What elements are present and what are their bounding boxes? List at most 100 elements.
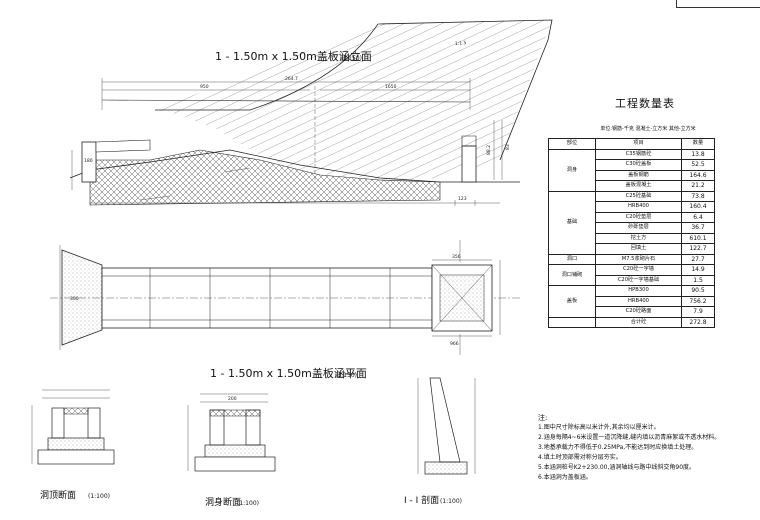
row-item: C20砼路面 xyxy=(595,306,682,318)
table-header-row: 部位 项目 数量 xyxy=(548,138,715,150)
quantity-table-title: 工程数量表 xyxy=(615,97,675,110)
total-value: 272.8 xyxy=(681,316,715,328)
row-value: 6.4 xyxy=(681,211,715,223)
elevation-title: 1 - 1.50m x 1.50m盖板涵立面 xyxy=(215,49,372,63)
row-item: M7.5浆砌片石 xyxy=(595,253,682,265)
section-i-i xyxy=(417,377,476,475)
section-top-scale: (1:100) xyxy=(88,493,110,500)
dim-top-right: 1650 xyxy=(385,84,397,90)
group-name: 基础 xyxy=(548,190,596,255)
section-body xyxy=(187,393,276,472)
row-item: C20砼一字墙 xyxy=(595,264,682,276)
section-body-scale: (1:100) xyxy=(237,500,259,507)
header-part: 部位 xyxy=(548,138,596,150)
row-item: 挖土方 xyxy=(595,232,682,244)
note-item: 6.本涵洞为盖板涵。 xyxy=(538,474,592,481)
row-value: 7.9 xyxy=(681,306,715,318)
section-ii-title: I - I 剖面 xyxy=(404,494,439,506)
dim-slope: 1:1.5 xyxy=(455,40,467,47)
section-top-title: 洞顶断面 xyxy=(40,489,76,501)
row-item: HPB300 xyxy=(595,285,682,297)
row-value: 164.6 xyxy=(681,169,715,181)
dim-top-left: 950 xyxy=(200,84,209,90)
row-item: HRB400 xyxy=(595,201,682,213)
row-item: C25砼基础 xyxy=(595,190,682,202)
dim-300: 300 xyxy=(70,296,79,302)
dim-356: 356 xyxy=(452,254,461,260)
section-ii-scale: (1:100) xyxy=(440,498,462,505)
elevation-view xyxy=(69,19,553,206)
dim-top-total: 264.7 xyxy=(285,76,298,82)
row-item: 盖板混凝土 xyxy=(595,180,682,192)
group-name: 盖板 xyxy=(548,285,596,318)
group-name: 洞口 xyxy=(548,253,596,265)
group-name: 洞身 xyxy=(548,148,596,192)
notes-heading: 注: xyxy=(538,414,548,422)
total-item: 合计砼 xyxy=(595,316,682,328)
row-value: 13.8 xyxy=(681,148,715,160)
row-item: 回填土 xyxy=(595,243,682,255)
note-item: 2.涵身每隔4~6米设置一道沉降缝,缝内填以沥青麻絮或不透水材料。 xyxy=(538,434,721,441)
plan-scale: (1:150) xyxy=(335,372,357,379)
group-name: 洞口铺砌 xyxy=(548,264,596,286)
note-item: 4.填土时顶部需对称分层夯实。 xyxy=(538,454,622,461)
plan-view xyxy=(50,240,520,355)
row-value: 90.5 xyxy=(681,285,715,297)
notes: 注: 1.图中尺寸除标高以米计外,其余均以厘米计。 2.涵身每隔4~6米设置一道沉… xyxy=(538,413,758,483)
dim-180: 180 xyxy=(84,158,93,164)
row-value: 52.5 xyxy=(681,159,715,171)
row-item: C35钢筋砼 xyxy=(595,148,682,160)
row-item: C30砼盖板 xyxy=(595,159,682,171)
row-value: 1.5 xyxy=(681,274,715,286)
row-value: 14.9 xyxy=(681,264,715,276)
dim-966: 966 xyxy=(450,341,459,347)
dim-right-h2: 83 xyxy=(505,144,511,150)
dim-200: 200 xyxy=(228,396,237,402)
row-value: 27.7 xyxy=(681,253,715,265)
row-value: 756.2 xyxy=(681,295,715,307)
plan-title: 1 - 1.50m x 1.50m盖板涵平面 xyxy=(210,366,367,380)
row-value: 36.7 xyxy=(681,222,715,234)
section-body-title: 洞身断面 xyxy=(205,496,241,508)
row-value: 122.7 xyxy=(681,243,715,255)
title-block-corner xyxy=(676,0,760,8)
note-item: 1.图中尺寸除标高以米计外,其余均以厘米计。 xyxy=(538,424,660,431)
quantity-table-unit: 单位:钢筋-千克 混凝土-立方米 其他-立方米 xyxy=(600,126,696,132)
row-value: 21.2 xyxy=(681,180,715,192)
header-qty: 数量 xyxy=(681,138,715,150)
note-item: 5.本涵洞桩号K2+230.00,涵洞轴线与路中线斜交角90度。 xyxy=(538,464,696,471)
row-item: HRB400 xyxy=(595,295,682,307)
elevation-scale: (1:150) xyxy=(340,55,362,62)
row-item: C20砼垫层 xyxy=(595,211,682,223)
row-value: 160.4 xyxy=(681,201,715,213)
section-top xyxy=(31,389,115,465)
dim-123: 123 xyxy=(458,196,467,202)
dim-right-h1: 88.2 xyxy=(486,145,492,155)
row-value: 73.8 xyxy=(681,190,715,202)
row-item: 砂砾垫层 xyxy=(595,222,682,234)
total-empty xyxy=(548,316,596,328)
header-item: 项目 xyxy=(595,138,682,150)
notes-list: 1.图中尺寸除标高以米计外,其余均以厘米计。 2.涵身每隔4~6米设置一道沉降缝,… xyxy=(538,423,758,483)
row-value: 610.1 xyxy=(681,232,715,244)
row-item: 盖板钢筋 xyxy=(595,169,682,181)
row-item: C20砼一字墙基础 xyxy=(595,274,682,286)
note-item: 3.地基承载力不得低于0.25MPa,不能达到时应换填土处理。 xyxy=(538,444,698,451)
